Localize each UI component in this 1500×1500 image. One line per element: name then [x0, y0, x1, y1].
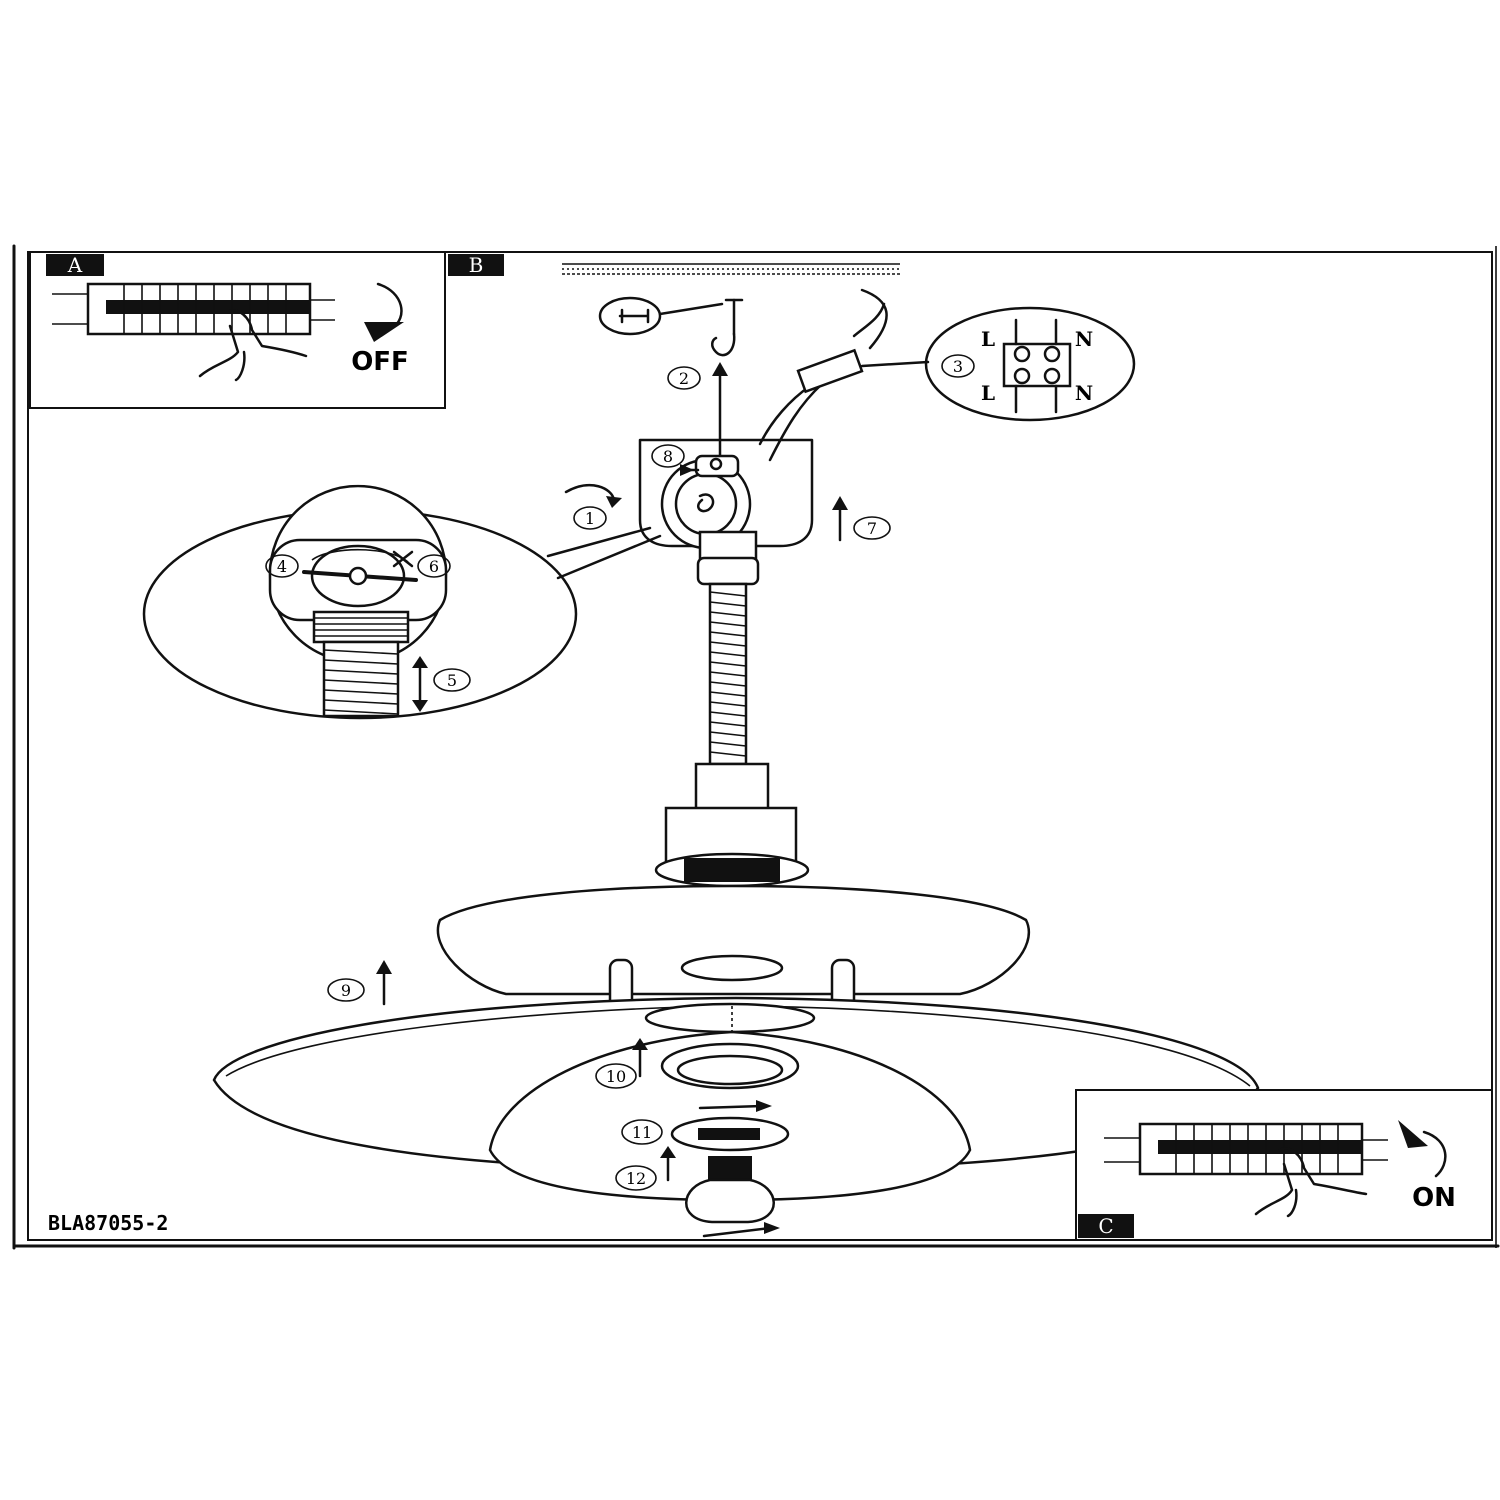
off-arrow-icon [376, 282, 403, 330]
on-arrow-icon [1422, 1130, 1447, 1178]
lamp-neck [654, 762, 810, 888]
ceiling-hatch [562, 263, 900, 275]
step-8-badge: 8 [663, 447, 673, 466]
step-10-badge: 10 [606, 1067, 626, 1086]
panel-c-tag: C [1098, 1214, 1113, 1238]
arrow-step-7: 7 [832, 496, 891, 542]
step-12-badge: 12 [626, 1169, 646, 1188]
terminal-block-callout: L N L N 3 [924, 306, 1136, 422]
panel-b-tag-box [448, 254, 504, 276]
ceiling-canopy: 8 [638, 438, 814, 550]
step-11-badge: 11 [632, 1123, 652, 1142]
breaker-strip-icon [52, 282, 335, 336]
outer-frame [12, 244, 1500, 1250]
panel-a-tag-box [46, 254, 104, 276]
step-9-badge: 9 [341, 981, 351, 1000]
off-arrow-head [364, 322, 404, 342]
step-6-badge: 6 [429, 557, 439, 576]
detail-callout: 4 6 5 [142, 486, 662, 720]
screw-and-hook [598, 296, 744, 357]
hand-icon-on [1254, 1147, 1368, 1218]
hand-icon [198, 309, 308, 382]
panel-c-tag-box [1078, 1214, 1134, 1238]
on-label: ON [1412, 1183, 1456, 1213]
terminal-l-bottom: L [981, 381, 995, 405]
light-bulb-icon: 12 [615, 1146, 780, 1238]
terminal-n-top: N [1075, 327, 1093, 351]
document-code: BLA87055-2 [48, 1211, 168, 1235]
lift-arrow [712, 362, 728, 472]
on-arrow-head [1398, 1120, 1428, 1148]
rotate-arrow-step-1: 1 [564, 483, 622, 530]
svg-text:2: 2 [679, 369, 689, 388]
off-label: OFF [351, 347, 409, 377]
inner-bowl: 10 11 [488, 1030, 972, 1202]
supply-wires [758, 288, 930, 462]
terminal-n-bottom: N [1075, 381, 1093, 405]
cable-gland [696, 530, 760, 586]
panel-b-tag: B [469, 253, 484, 277]
arrow-step-9: 9 [327, 960, 392, 1006]
step-3-badge: 3 [953, 357, 963, 376]
upper-shade [436, 884, 1030, 1042]
terminal-l-top: L [981, 327, 995, 351]
panel-a-tag: A [67, 253, 83, 277]
panel-c: C ON [1075, 1089, 1493, 1241]
step-7-badge: 7 [867, 519, 877, 538]
flex-spring-tube [708, 582, 748, 766]
step-2-badge: 2 [667, 366, 701, 390]
step-5-badge: 5 [447, 671, 457, 690]
panel-a: A OFF [29, 251, 446, 409]
step-1-badge: 1 [585, 509, 595, 528]
step-4-badge: 4 [277, 557, 287, 576]
breaker-strip-icon-on [1104, 1122, 1388, 1176]
